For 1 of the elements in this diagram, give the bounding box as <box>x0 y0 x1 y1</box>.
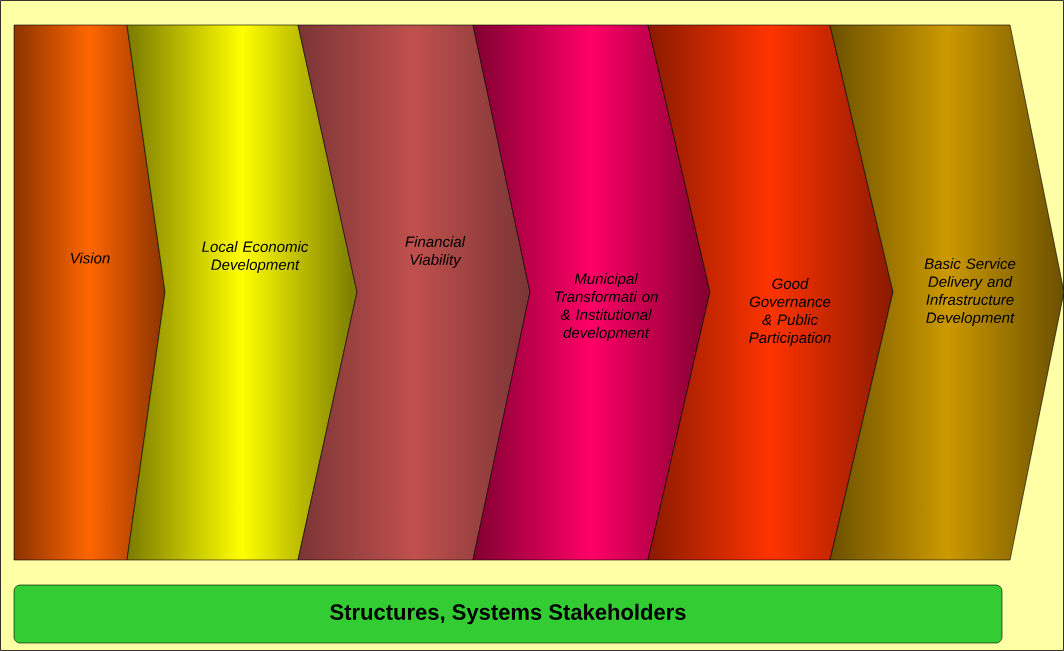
banner-bar: Structures, Systems Stakeholders <box>13 584 1003 644</box>
